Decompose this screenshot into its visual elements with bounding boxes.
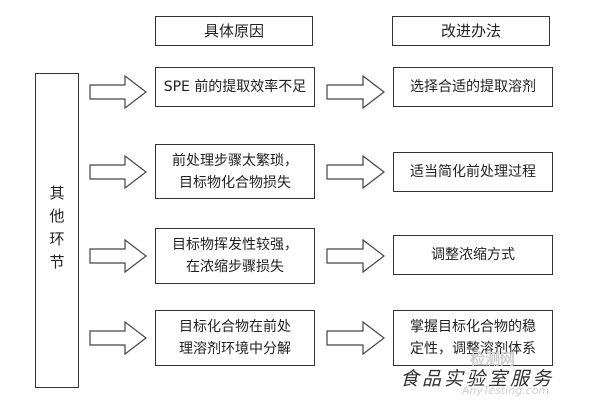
arrow-left-1 — [89, 74, 147, 110]
watermark-site-cn: 检测网 — [470, 350, 516, 368]
arrow-left-4 — [89, 320, 147, 356]
arrow-mid-2 — [326, 154, 385, 190]
solution-box-3: 调整浓缩方式 — [393, 235, 553, 275]
arrow-mid-4 — [326, 320, 385, 356]
other-stages-box: 其他环节 — [35, 73, 79, 388]
cause-box-3: 目标物挥发性较强， 在浓缩步骤损失 — [155, 228, 315, 284]
solution-header: 改进办法 — [392, 16, 550, 46]
solution-header-label: 改进办法 — [440, 22, 501, 40]
solution-text-4: 掌握目标化合物的稳 定性，调整溶剂体系 — [410, 319, 536, 357]
solution-box-2: 适当简化前处理过程 — [393, 152, 553, 192]
cause-text-4: 目标化合物在前处 理溶剂环境中分解 — [179, 319, 291, 357]
solution-text-1: 选择合适的提取溶剂 — [410, 79, 536, 95]
solution-box-1: 选择合适的提取溶剂 — [393, 67, 553, 107]
cause-box-2: 前处理步骤太繁琐， 目标物化合物损失 — [155, 144, 315, 199]
cause-box-4: 目标化合物在前处 理溶剂环境中分解 — [155, 310, 315, 366]
cause-text-1: SPE 前的提取效率不足 — [163, 79, 307, 95]
watermark-text: 食品实验室服务 — [400, 368, 555, 390]
cause-header: 具体原因 — [155, 16, 313, 46]
watermark-site-en: AnyTesting.com — [462, 384, 550, 397]
cause-text-3: 目标物挥发性较强， 在浓缩步骤损失 — [172, 237, 298, 275]
cause-header-label: 具体原因 — [203, 22, 264, 40]
arrow-mid-3 — [326, 238, 385, 274]
solution-text-2: 适当简化前处理过程 — [410, 164, 536, 180]
cause-text-2: 前处理步骤太繁琐， 目标物化合物损失 — [172, 152, 298, 191]
arrow-left-3 — [89, 238, 147, 274]
solution-box-4: 掌握目标化合物的稳 定性，调整溶剂体系 — [393, 310, 553, 366]
solution-text-3: 调整浓缩方式 — [431, 247, 515, 263]
arrow-left-2 — [89, 154, 147, 190]
other-stages-label: 其他环节 — [47, 184, 66, 277]
arrow-mid-1 — [326, 74, 385, 110]
cause-box-1: SPE 前的提取效率不足 — [155, 67, 315, 107]
